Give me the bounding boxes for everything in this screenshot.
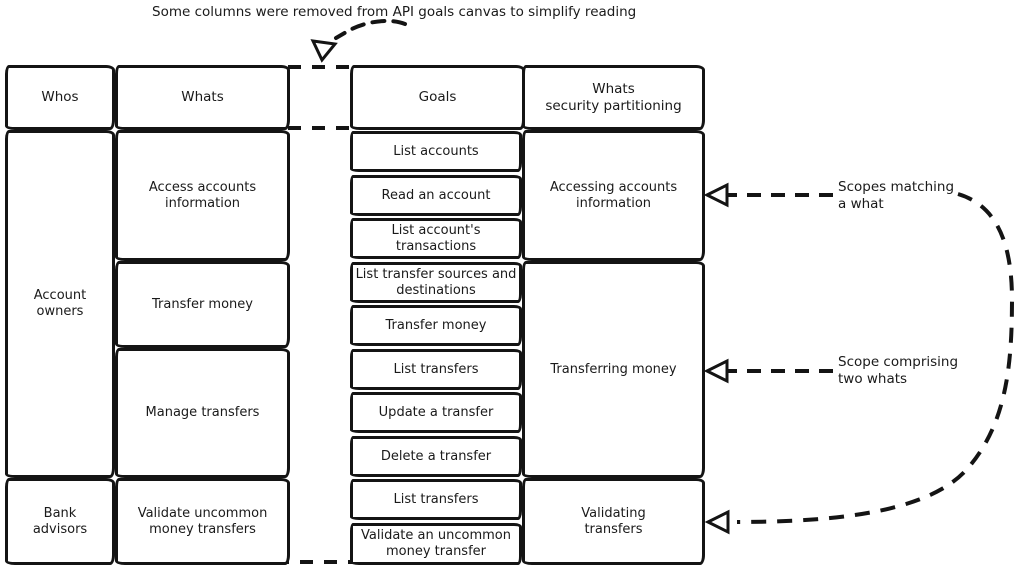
note-arrowhead-icon xyxy=(310,39,338,63)
whats-cell-access-accounts-information: Access accounts information xyxy=(115,130,290,261)
note-arrow xyxy=(334,18,407,40)
callout-scope-comprising-line1: Scope comprising xyxy=(838,354,959,370)
goal-cell-list-transfers-1: List transfers xyxy=(350,349,522,390)
goal-cell-delete-a-transfer: Delete a transfer xyxy=(350,436,522,477)
goal-cell-list-transfer-sources-destinations: List transfer sources and destinations xyxy=(350,262,522,303)
callout-scopes-matching-line1: Scopes matching xyxy=(838,179,955,195)
scope-comprising-arrowhead-icon xyxy=(703,358,729,384)
goal-cell-update-a-transfer: Update a transfer xyxy=(350,392,522,433)
header-whats: Whats xyxy=(115,65,290,130)
partition-validating-transfers-label: Validating transfers xyxy=(581,505,646,537)
whats-cell-manage-transfers: Manage transfers xyxy=(115,348,290,478)
header-partitioning-line1: Whats xyxy=(592,81,635,98)
goal-cell-list-accounts-transactions: List account's transactions xyxy=(350,218,522,259)
partition-cell-validating-transfers: Validating transfers xyxy=(522,478,705,565)
partition-cell-accessing-accounts-information: Accessing accounts information xyxy=(522,130,705,261)
note-text: Some columns were removed from API goals… xyxy=(152,4,637,20)
callout-scopes-matching-line2: a what xyxy=(838,195,884,212)
whats-cell-validate-uncommon-money-transfers: Validate uncommon money transfers xyxy=(115,478,290,565)
goal-cell-read-an-account: Read an account xyxy=(350,175,522,216)
header-partitioning-line2: security partitioning xyxy=(545,97,682,114)
goal-cell-list-accounts: List accounts xyxy=(350,131,522,172)
scopes-matching-arrowhead-icon xyxy=(703,182,729,208)
whats-cell-transfer-money: Transfer money xyxy=(115,261,290,348)
partition-cell-transferring-money: Transferring money xyxy=(522,261,705,478)
goal-cell-validate-uncommon-money-transfer: Validate an uncommon money transfer xyxy=(350,523,522,565)
header-whats-security-partitioning: Whats security partitioning xyxy=(522,65,705,130)
header-whos: Whos xyxy=(5,65,115,130)
goal-cell-transfer-money: Transfer money xyxy=(350,305,522,346)
validating-transfers-arrowhead-icon xyxy=(704,509,730,535)
header-goals: Goals xyxy=(350,65,525,130)
callout-scope-comprising-two-whats: Scope comprising two whats xyxy=(838,354,958,388)
whos-cell-account-owners: Account owners xyxy=(5,130,115,478)
goal-cell-list-transfers-2: List transfers xyxy=(350,479,522,520)
callout-scopes-matching-a-what: Scopes matching a what xyxy=(838,179,954,213)
whos-cell-bank-advisors: Bank advisors xyxy=(5,478,115,565)
callout-scope-comprising-line2: two whats xyxy=(838,370,908,387)
